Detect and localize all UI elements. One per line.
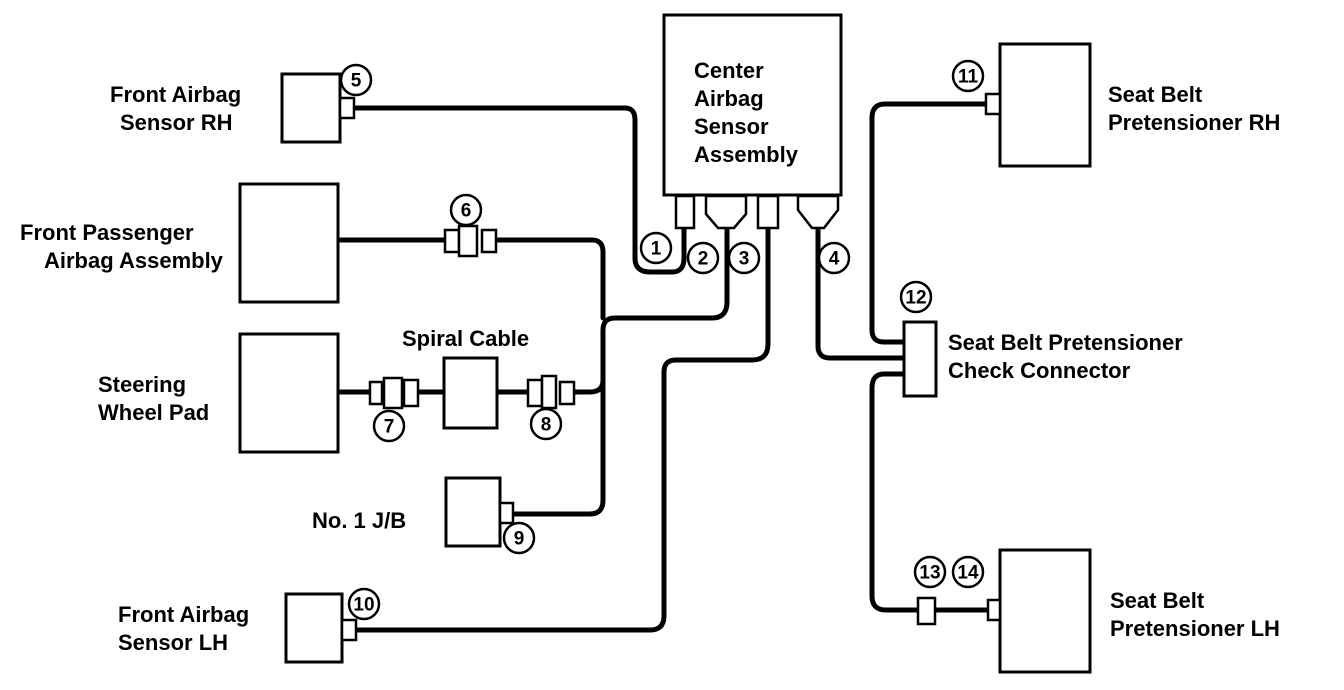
front-airbag-sensor-rh-box [280,72,342,144]
plug-8-a [526,378,544,408]
plug-8-b [540,374,558,410]
wire-connector-4 [815,227,909,361]
callout-13: 13 [913,555,947,589]
jb-box [444,476,502,548]
callout-6: 6 [449,193,483,227]
svg-text:10: 10 [353,595,374,616]
callout-1: 1 [639,231,673,265]
seat-belt-pretensioner-rh-box [998,42,1092,168]
wire-pretensioner-lh [869,371,993,613]
seat-belt-pretensioner-rh-label: Seat Belt Pretensioner RH [1108,82,1280,135]
svg-text:3: 3 [739,249,750,270]
plug-10 [340,618,358,642]
svg-text:7: 7 [384,417,395,438]
plug-8-c [558,380,576,406]
svg-text:9: 9 [514,529,525,550]
jb-label: No. 1 J/B [312,508,406,533]
svg-text:12: 12 [905,288,926,309]
wire-front-sensor-rh [353,105,687,275]
front-airbag-sensor-lh-box [284,592,344,664]
plug-7-c [402,378,420,408]
wire-pretensioner-rh [869,101,991,345]
plug-1 [674,194,696,230]
svg-text:5: 5 [351,71,362,92]
front-passenger-airbag-box [238,182,340,304]
check-connector-label: Seat Belt Pretensioner Check Connector [948,330,1189,383]
svg-text:13: 13 [919,563,940,584]
plug-14 [986,598,1002,622]
svg-text:4: 4 [829,249,840,270]
wire-front-sensor-lh [353,225,771,633]
plug-7-b [382,376,404,410]
svg-text:11: 11 [958,67,979,88]
plug-4 [796,194,840,230]
wire-trunk-connector-3 [509,225,730,517]
svg-text:1: 1 [651,239,662,260]
plug-13 [916,596,937,626]
svg-text:2: 2 [698,249,709,270]
plug-2 [704,194,748,230]
plug-7-a [368,380,384,406]
seat-belt-pretensioner-lh-label: Seat Belt Pretensioner LH [1110,588,1280,641]
plug-9 [498,501,515,525]
steering-wheel-pad-box [238,332,340,454]
plug-6-b [457,224,479,258]
plug-6-c [480,228,498,254]
plug-11 [984,92,1002,116]
front-passenger-airbag-label: Front Passenger Airbag Assembly [20,220,224,273]
spiral-cable-box [442,356,499,430]
callout-7: 7 [372,409,406,443]
seat-belt-pretensioner-lh-box [998,548,1092,674]
steering-wheel-pad-label: Steering Wheel Pad [98,372,209,425]
callout-11: 11 [951,59,985,93]
callout-14: 14 [951,555,985,589]
plug-6-a [443,228,461,254]
callout-8: 8 [529,407,563,441]
front-airbag-sensor-rh-label: Front Airbag Sensor RH [110,82,247,135]
plug-3 [756,194,780,230]
callout-2: 2 [686,241,720,275]
wire-steering-pad [335,377,606,395]
svg-text:6: 6 [461,201,472,222]
callout-9: 9 [502,521,536,555]
center-airbag-sensor-label: Center Airbag Sensor Assembly [694,58,799,167]
callout-3: 3 [727,241,761,275]
callout-4: 4 [817,241,851,275]
check-connector-box [902,320,938,398]
wires [335,101,993,633]
wire-front-passenger [337,237,606,321]
connector-plugs [338,92,1002,642]
svg-text:14: 14 [957,563,979,584]
callout-10: 10 [347,587,381,621]
callout-5: 5 [339,63,373,97]
callout-12: 12 [899,280,933,314]
center-airbag-sensor-box [662,13,843,197]
svg-text:8: 8 [541,415,552,436]
front-airbag-sensor-lh-label: Front Airbag Sensor LH [118,602,255,655]
plug-5 [338,96,356,120]
spiral-cable-label: Spiral Cable [402,326,529,351]
